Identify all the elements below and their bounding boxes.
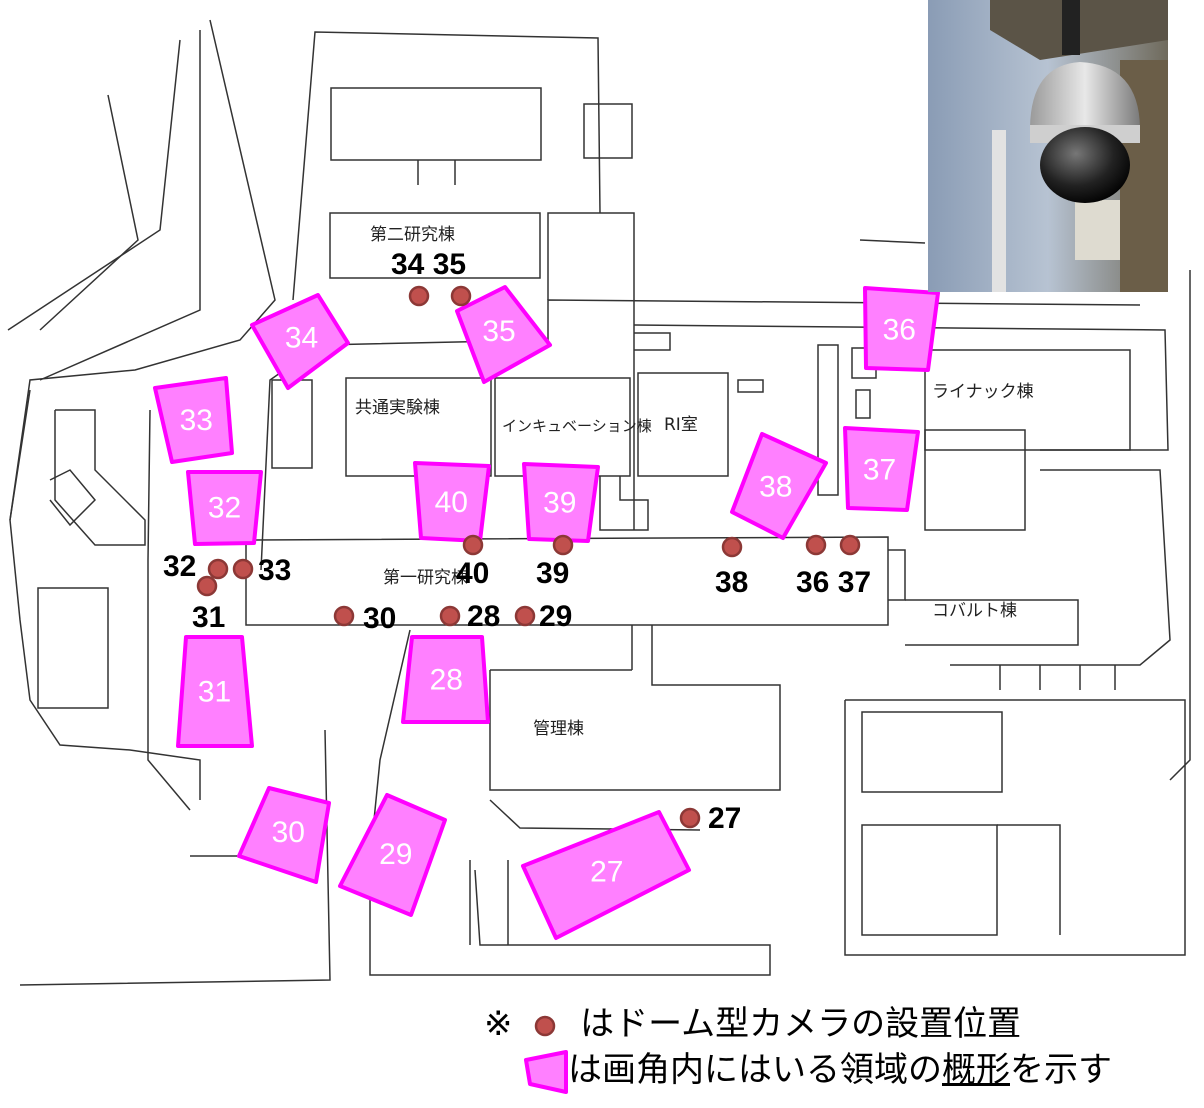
view-zone-label: 38 [759, 471, 792, 504]
camera-dot [408, 285, 430, 307]
camera-dot [679, 807, 701, 829]
view-zone-label: 28 [430, 663, 463, 696]
camera-labels: 34 35 32 33 31 30 28 29 40 39 38 36 37 27 [163, 248, 871, 835]
view-zone-label: 39 [543, 487, 576, 520]
view-zone-35 [455, 285, 552, 384]
camera-number-label: 33 [258, 554, 291, 587]
label-incubation: インキュベーション棟 [502, 417, 652, 435]
camera-number-label: 32 [163, 550, 196, 583]
view-zone-label: 27 [590, 855, 623, 888]
camera-number-label: 28 [467, 600, 500, 633]
legend-zone-row: は画角内にはいる領域の概形を示す [520, 1042, 1112, 1096]
view-zone-27 [521, 810, 691, 940]
camera-number-label: 36 37 [796, 566, 871, 599]
camera-dot [439, 605, 461, 627]
camera-dot [232, 558, 254, 580]
camera-dot [839, 534, 861, 556]
camera-number-label: 34 35 [391, 248, 466, 281]
camera-number-label: 31 [192, 601, 225, 634]
view-zone-28 [401, 635, 490, 724]
view-zone-label: 34 [285, 322, 318, 355]
view-zone-label: 29 [379, 838, 412, 871]
label-cobalt: コバルト棟 [932, 601, 1017, 621]
view-zone-34 [250, 293, 350, 390]
label-linac: ライナック棟 [932, 382, 1034, 402]
camera-dot [805, 534, 827, 556]
camera-view-zones: 34 35 36 33 37 38 40 39 32 31 28 30 29 27 [153, 285, 940, 940]
camera-dot [207, 558, 229, 580]
view-zone-29 [338, 793, 447, 917]
view-zone-label: 36 [883, 314, 916, 347]
view-zone-30 [237, 786, 331, 884]
label-second-research: 第二研究棟 [370, 225, 455, 245]
camera-dot [462, 534, 484, 556]
view-zone-31 [176, 635, 254, 748]
legend-note-mark: ※ [484, 1004, 513, 1044]
view-zone-label: 30 [272, 816, 305, 849]
camera-number-label: 39 [536, 557, 569, 590]
view-zone-37 [843, 426, 920, 512]
view-zone-36 [863, 286, 940, 372]
view-zone-label: 32 [208, 492, 241, 525]
camera-dot [196, 575, 218, 597]
view-zone-38 [730, 432, 828, 540]
legend-dot-text: はドーム型カメラの設置位置 [580, 1004, 1022, 1044]
view-zone-label: 31 [198, 675, 231, 708]
legend-dot-row: ※ はドーム型カメラの設置位置 [484, 996, 1021, 1045]
legend-zone-icon [524, 1049, 568, 1094]
camera-dot [514, 605, 536, 627]
view-zone-label: 37 [863, 453, 896, 486]
view-zone-39 [522, 462, 600, 543]
view-zone-label: 40 [435, 486, 468, 519]
view-zone-32 [186, 470, 263, 546]
camera-dot [721, 536, 743, 558]
building-labels: 第二研究棟 共通実験棟 インキュベーション棟 RI室 ライナック棟 第一研究棟 … [355, 225, 1034, 739]
label-ri-room: RI室 [664, 415, 698, 435]
camera-dot [552, 534, 574, 556]
view-zone-33 [153, 376, 234, 464]
camera-number-label: 40 [456, 557, 489, 590]
camera-number-label: 29 [539, 600, 572, 633]
camera-positions [196, 285, 861, 829]
legend-dot-icon [535, 1015, 556, 1036]
map-lines [7, 19, 1191, 986]
label-common-lab: 共通実験棟 [355, 398, 440, 418]
camera-number-label: 27 [708, 802, 741, 835]
camera-dot [333, 605, 355, 627]
view-zone-label: 35 [482, 315, 515, 348]
camera-number-label: 30 [363, 602, 396, 635]
view-zone-label: 33 [180, 404, 213, 437]
camera-number-label: 38 [715, 566, 748, 599]
label-admin: 管理棟 [533, 719, 584, 739]
dome-camera-photo [928, 0, 1168, 292]
legend-zone-text: は画角内にはいる領域の概形を示す [568, 1050, 1112, 1090]
camera-dot [450, 285, 472, 307]
label-first-research: 第一研究棟 [383, 568, 468, 588]
